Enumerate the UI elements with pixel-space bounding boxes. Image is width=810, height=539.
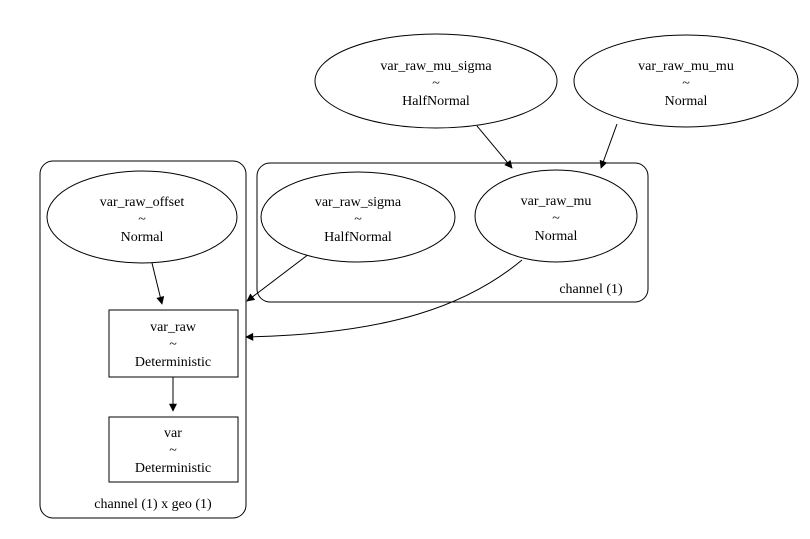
edge-var-raw-offset-to-var-raw: [151, 262, 165, 305]
node-tilde: ~: [354, 212, 362, 227]
node-tilde: ~: [169, 443, 177, 458]
edge-var-raw-mu-sigma-to-var-raw-mu: [476, 125, 513, 169]
edge-var-raw-mu-mu-to-var-raw-mu: [599, 123, 618, 169]
node-label: var_raw: [150, 320, 197, 335]
node-var-raw-mu-sigma: var_raw_mu_sigma ~ HalfNormal: [314, 33, 558, 129]
node-tilde: ~: [169, 337, 177, 352]
node-label: var_raw_offset: [100, 195, 185, 210]
node-tilde: ~: [432, 76, 440, 91]
node-distribution: Normal: [121, 230, 164, 245]
node-label: var: [164, 426, 182, 441]
var-raw-mu-sigma-ellipse: [314, 33, 558, 129]
node-var-raw-sigma: var_raw_sigma ~ HalfNormal: [260, 171, 456, 263]
plate-channel-geo-label: channel (1) x geo (1): [94, 497, 212, 512]
node-var-raw-mu-mu: var_raw_mu_mu ~ Normal: [573, 34, 799, 128]
var-raw-rect: [108, 309, 239, 378]
node-distribution: Deterministic: [135, 461, 211, 476]
node-tilde: ~: [682, 76, 690, 91]
var-rect: [108, 416, 239, 483]
var-raw-mu-mu-ellipse: [573, 34, 799, 128]
var-raw-sigma-ellipse: [260, 171, 456, 263]
node-tilde: ~: [138, 212, 146, 227]
node-distribution: Normal: [535, 229, 578, 244]
edges: [151, 123, 618, 412]
edge-var-raw-mu-to-var-raw: [245, 259, 523, 341]
node-label: var_raw_mu_mu: [638, 59, 734, 74]
edge-var-raw-sigma-to-var-raw: [246, 253, 310, 302]
node-distribution: HalfNormal: [402, 94, 470, 109]
node-label: var_raw_mu_sigma: [380, 59, 492, 74]
node-distribution: HalfNormal: [324, 230, 392, 245]
node-var-raw-offset: var_raw_offset ~ Normal: [46, 170, 238, 264]
node-tilde: ~: [552, 211, 560, 226]
plate-channel-label: channel (1): [559, 282, 623, 297]
node-label: var_raw_sigma: [315, 195, 402, 210]
var-raw-mu-ellipse: [474, 169, 638, 263]
node-var-raw-mu: var_raw_mu ~ Normal: [474, 169, 638, 263]
node-label: var_raw_mu: [521, 194, 592, 209]
node-var-raw: var_raw ~ Deterministic: [108, 309, 239, 378]
node-distribution: Deterministic: [135, 355, 211, 370]
node-distribution: Normal: [665, 94, 708, 109]
node-var: var ~ Deterministic: [108, 416, 239, 483]
var-raw-offset-ellipse: [46, 170, 238, 264]
